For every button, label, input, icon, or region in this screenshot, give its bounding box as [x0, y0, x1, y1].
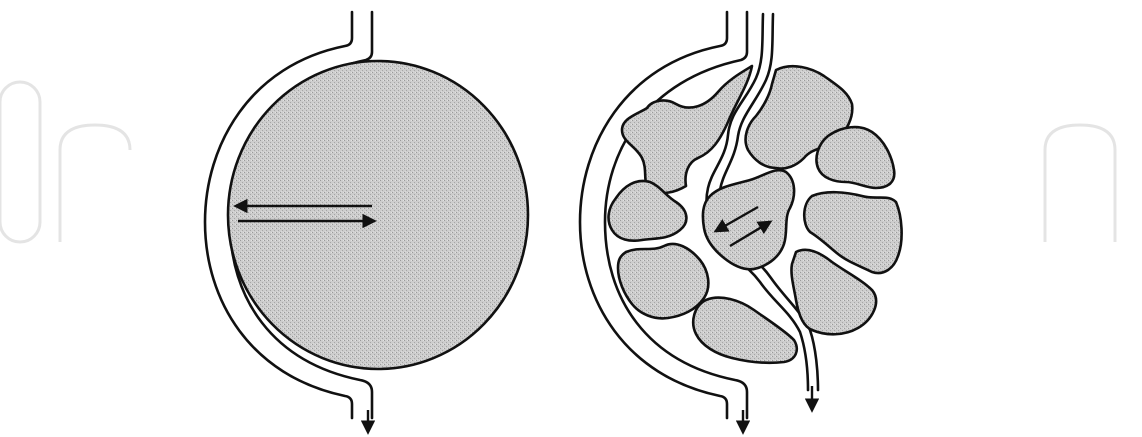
- porous-grain: [622, 66, 752, 193]
- porous-particle-panel: [580, 12, 902, 432]
- porous-grain: [618, 244, 708, 318]
- watermark-logo: [0, 82, 1115, 242]
- nonporous-particle-panel: [205, 12, 528, 432]
- porous-grain: [816, 127, 894, 188]
- porous-grain: [703, 170, 794, 269]
- solid-particle: [228, 61, 528, 369]
